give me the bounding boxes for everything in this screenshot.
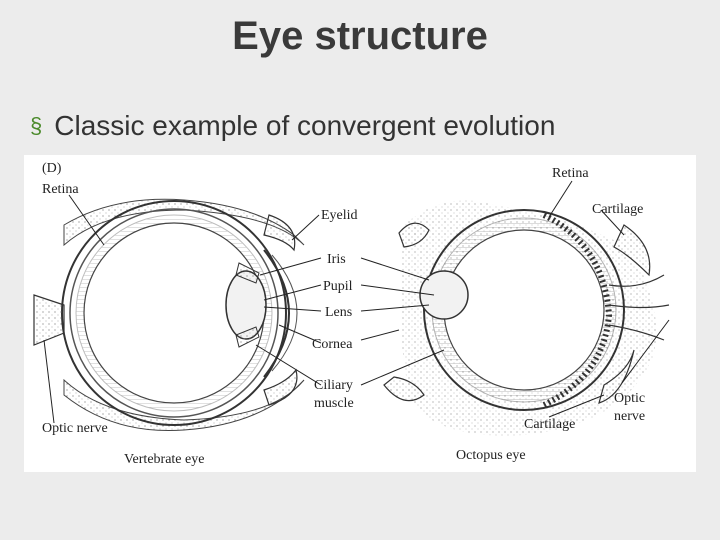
octopus-eye-drawing — [383, 200, 670, 436]
leader-lines — [43, 180, 670, 424]
label-pupil: Pupil — [323, 279, 353, 294]
label-lens: Lens — [325, 305, 352, 320]
bullet-item: § Classic example of convergent evolutio… — [30, 110, 555, 142]
vertebrate-eye-drawing — [33, 198, 305, 432]
label-cartilage-bottom: Cartilage — [524, 417, 575, 432]
bullet-marker: § — [30, 113, 43, 138]
label-octopus-retina: Retina — [552, 166, 589, 181]
caption-octopus-eye: Octopus eye — [456, 448, 526, 463]
caption-vertebrate-eye: Vertebrate eye — [124, 452, 204, 467]
label-vertebrate-optic-nerve: Optic nerve — [42, 421, 108, 436]
label-muscle: muscle — [314, 396, 354, 411]
slide-title: Eye structure — [232, 14, 488, 58]
label-iris: Iris — [327, 252, 346, 267]
bullet-text: Classic example of convergent evolution — [54, 110, 556, 141]
eye-diagram-figure: (D) Retina Eyelid Iris Pupil Lens Cornea… — [24, 155, 696, 472]
panel-label: (D) — [42, 161, 62, 176]
label-cartilage-top: Cartilage — [592, 202, 643, 217]
label-nerve: nerve — [614, 409, 645, 424]
label-eyelid: Eyelid — [321, 208, 358, 223]
eye-diagram-svg: (D) Retina Eyelid Iris Pupil Lens Cornea… — [33, 161, 670, 467]
label-optic: Optic — [614, 391, 645, 406]
label-ciliary: Ciliary — [314, 378, 353, 393]
label-cornea: Cornea — [312, 337, 353, 352]
label-vertebrate-retina: Retina — [42, 182, 79, 197]
